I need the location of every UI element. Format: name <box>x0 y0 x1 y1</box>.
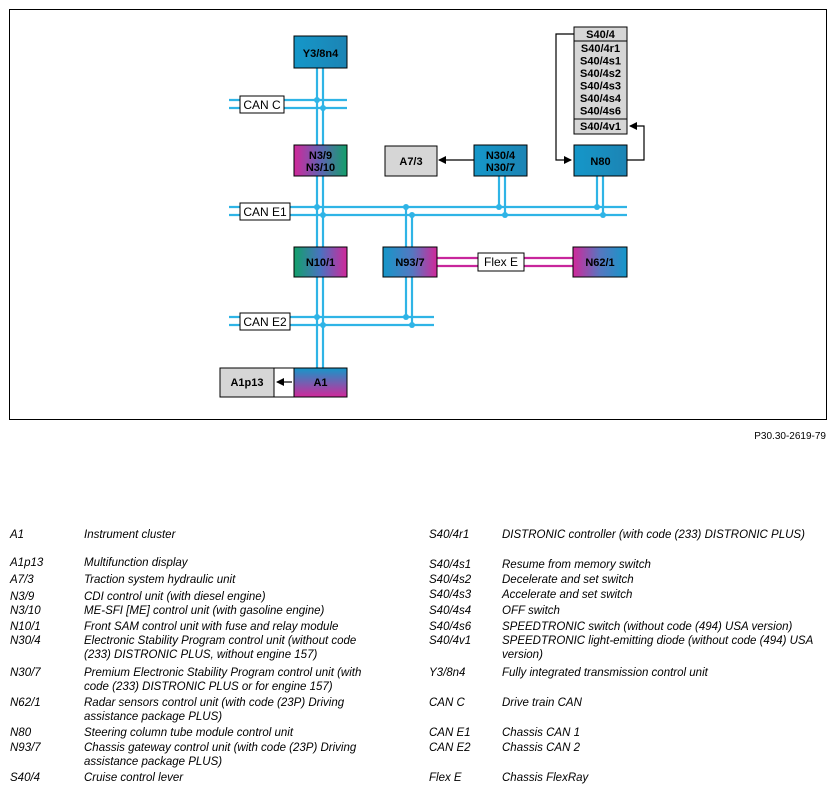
svg-text:S40/4s6: S40/4s6 <box>580 106 621 118</box>
module-n10-1: N10/1 <box>293 246 348 278</box>
legend-code: N62/1 <box>10 697 41 709</box>
svg-text:S40/4r1: S40/4r1 <box>581 43 620 55</box>
svg-text:N3/10: N3/10 <box>306 162 335 174</box>
svg-text:S40/4s1: S40/4s1 <box>580 56 621 68</box>
legend-description: Chassis gateway control unit (with code … <box>84 742 357 768</box>
legend-code: S40/4s3 <box>429 589 472 601</box>
svg-text:A1: A1 <box>313 377 327 389</box>
bus-label-can-e2: CAN E2 <box>239 312 291 331</box>
figure-reference: P30.30-2619-79 <box>754 431 826 442</box>
legend-code: S40/4v1 <box>429 635 472 647</box>
module-n3-9-n3-10: N3/9 N3/10 <box>293 144 348 177</box>
svg-text:CAN C: CAN C <box>243 98 281 112</box>
can-e1-bus <box>229 205 627 217</box>
legend-description: ME-SFI [ME] control unit (with gasoline … <box>84 605 325 617</box>
legend-description: Decelerate and set switch <box>502 574 634 586</box>
legend-code: A7/3 <box>10 574 34 586</box>
legend-code: CAN E2 <box>429 742 471 754</box>
legend-description: SPEEDTRONIC switch (without code (494) U… <box>502 621 793 633</box>
svg-text:N93/7: N93/7 <box>395 257 424 269</box>
legend-description: Multifunction display <box>84 557 188 569</box>
module-y3-8n4: Y3/8n4 <box>293 35 348 69</box>
bus-label-flex-e: Flex E <box>477 252 525 272</box>
legend-description: Instrument cluster <box>84 529 176 541</box>
legend-description: Chassis CAN 2 <box>502 742 580 754</box>
svg-text:A7/3: A7/3 <box>399 156 422 168</box>
legend-description: Electronic Stability Program control uni… <box>84 635 357 661</box>
svg-text:S40/4s3: S40/4s3 <box>580 81 621 93</box>
svg-text:N3/9: N3/9 <box>309 150 332 162</box>
legend-code: A1p13 <box>10 557 44 569</box>
legend-description: Fully integrated transmission control un… <box>502 667 708 679</box>
legend-code: Y3/8n4 <box>429 667 466 679</box>
module-a1: A1 <box>293 367 348 398</box>
legend-code: CAN C <box>429 697 465 709</box>
legend-description: Cruise control lever <box>84 772 184 784</box>
legend-description: Steering column tube module control unit <box>84 727 294 739</box>
legend-code: S40/4s4 <box>429 605 472 617</box>
svg-text:N30/7: N30/7 <box>486 162 515 174</box>
legend-description: DISTRONIC controller (with code (233) DI… <box>502 529 805 541</box>
legend-code: N80 <box>10 727 32 739</box>
bus-junctions <box>314 97 606 328</box>
svg-text:S40/4: S40/4 <box>586 29 616 41</box>
svg-text:CAN E1: CAN E1 <box>243 205 287 219</box>
svg-text:Flex E: Flex E <box>484 255 518 269</box>
legend-description: Premium Electronic Stability Program con… <box>84 667 362 693</box>
legend-code: Flex E <box>429 772 462 784</box>
arrow-n80-to-s40-4v1 <box>627 122 645 161</box>
module-n93-7: N93/7 <box>382 246 438 278</box>
legend-description: Resume from memory switch <box>502 559 651 571</box>
legend-description: Chassis CAN 1 <box>502 727 580 739</box>
legend-code: N10/1 <box>10 621 41 633</box>
module-n30-4-n30-7: N30/4 N30/7 <box>473 144 528 177</box>
legend-description: Drive train CAN <box>502 697 582 709</box>
module-n62-1: N62/1 <box>572 246 628 278</box>
legend-description: CDI control unit (with diesel engine) <box>84 591 266 603</box>
legend-code: N3/10 <box>10 605 41 617</box>
module-n80: N80 <box>573 144 628 177</box>
arrow-s40-4-to-n80 <box>555 33 574 164</box>
legend-code: N3/9 <box>10 591 35 603</box>
legend-code: S40/4r1 <box>429 529 470 541</box>
legend-description: Front SAM control unit with fuse and rel… <box>84 621 339 633</box>
legend-description: OFF switch <box>502 605 560 617</box>
legend-code: N30/7 <box>10 667 41 679</box>
legend-code: S40/4s2 <box>429 574 472 586</box>
legend-description: Accelerate and set switch <box>502 589 633 601</box>
bus-label-can-c: CAN C <box>239 95 285 114</box>
legend-description: SPEEDTRONIC light-emitting diode (withou… <box>502 635 813 661</box>
module-a7-3: A7/3 <box>384 145 438 177</box>
svg-text:N30/4: N30/4 <box>486 150 516 162</box>
svg-text:CAN E2: CAN E2 <box>243 315 287 329</box>
legend-description: Traction system hydraulic unit <box>84 574 236 586</box>
svg-text:S40/4s4: S40/4s4 <box>580 93 622 105</box>
bus-label-can-e1: CAN E1 <box>239 202 291 221</box>
svg-text:N62/1: N62/1 <box>585 257 614 269</box>
legend-code: S40/4s6 <box>429 621 472 633</box>
legend-description: Chassis FlexRay <box>502 772 589 784</box>
legend-code: A1 <box>10 529 25 541</box>
svg-text:S40/4s2: S40/4s2 <box>580 68 621 80</box>
module-s40-4-group: S40/4 S40/4r1 S40/4s1 S40/4s2 S40/4s3 S4… <box>573 26 628 135</box>
legend-code: S40/4 <box>10 772 41 784</box>
svg-text:S40/4v1: S40/4v1 <box>580 121 621 133</box>
legend-code: N93/7 <box>10 742 41 754</box>
svg-text:Y3/8n4: Y3/8n4 <box>303 48 339 60</box>
legend-code: N30/4 <box>10 635 41 647</box>
network-diagram: CAN C CAN E1 CAN E2 Flex E Y3/8n4 N3/9 N… <box>9 9 827 420</box>
legend-code: S40/4s1 <box>429 559 472 571</box>
svg-text:A1p13: A1p13 <box>230 377 263 389</box>
svg-text:N10/1: N10/1 <box>306 257 335 269</box>
legend-description: Radar sensors control unit (with code (2… <box>84 697 345 723</box>
svg-text:N80: N80 <box>590 156 610 168</box>
legend-code: CAN E1 <box>429 727 471 739</box>
